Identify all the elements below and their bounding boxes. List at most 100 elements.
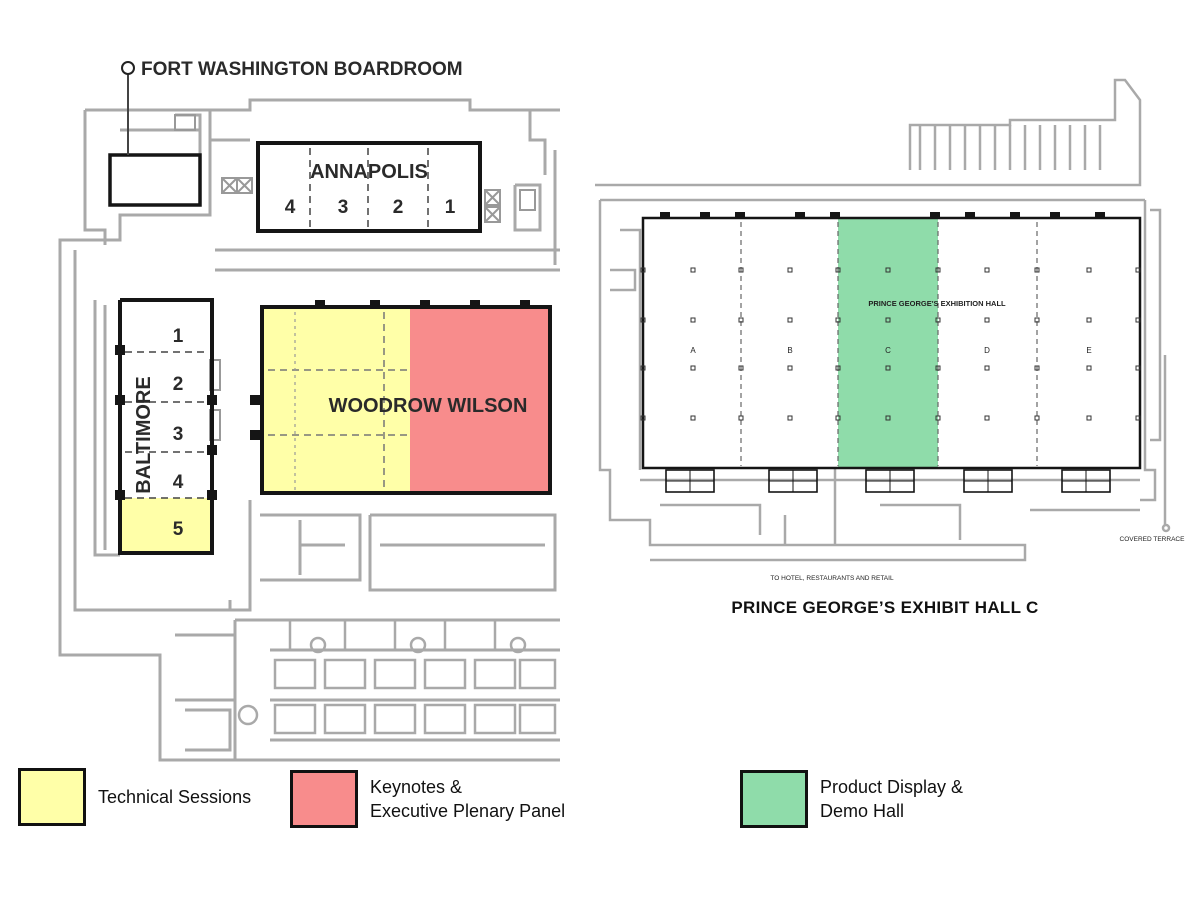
column-marker <box>690 415 696 421</box>
column-marker <box>1034 317 1040 323</box>
column-marker <box>885 415 891 421</box>
legend-label-product: Product Display & Demo Hall <box>820 775 963 823</box>
hall-columns <box>640 267 1141 421</box>
baltimore-room-1: 1 <box>173 326 184 347</box>
woodrow-wilson-ballroom[interactable]: WOODROW WILSON <box>250 300 552 495</box>
column-marker <box>885 267 891 273</box>
woodrow-wilson-technical-area <box>262 307 410 493</box>
column-marker <box>885 365 891 371</box>
exhibition-hall-label: PRINCE GEORGE'S EXHIBITION HALL <box>868 299 1006 308</box>
column-marker <box>935 267 941 273</box>
service-cells <box>237 620 557 735</box>
column-marker <box>984 415 990 421</box>
column-marker <box>1086 415 1092 421</box>
legend-label-keynotes: Keynotes & Executive Plenary Panel <box>370 775 565 823</box>
column-marker <box>1034 365 1040 371</box>
legend-swatch-technical <box>18 768 86 826</box>
baltimore-room-5: 5 <box>173 519 184 540</box>
hall-door <box>735 212 745 218</box>
legend-label-keynotes-line-1: Keynotes & <box>370 777 463 797</box>
column-marker <box>787 267 793 273</box>
legend-swatch-product <box>740 770 808 828</box>
annapolis-room-4: 4 <box>285 197 296 218</box>
hall-door <box>930 212 940 218</box>
column-marker <box>1135 317 1141 323</box>
baltimore-room-4: 4 <box>173 472 184 493</box>
column-marker <box>738 317 744 323</box>
legend-label-product-line-1: Product Display & <box>820 777 964 797</box>
column-marker <box>787 365 793 371</box>
hall-section-a: A <box>690 346 696 355</box>
legend-swatch-keynotes <box>290 770 358 828</box>
column-marker <box>1034 415 1040 421</box>
column-marker <box>984 317 990 323</box>
hall-service-blocks <box>665 469 1111 493</box>
column-marker <box>1086 317 1092 323</box>
baltimore-rooms[interactable]: BALTIMORE 1 2 3 4 5 <box>115 298 217 555</box>
exhibit-hall-title: PRINCE GEORGE’S EXHIBIT HALL C <box>731 598 1039 617</box>
baltimore-room-5-highlight <box>120 498 212 553</box>
column-marker <box>835 365 841 371</box>
hall-doors <box>660 212 1105 218</box>
column-marker <box>1086 267 1092 273</box>
baltimore-label: BALTIMORE <box>133 376 155 493</box>
column-marker <box>738 267 744 273</box>
annapolis-label: ANNAPOLIS <box>310 161 428 183</box>
column-marker <box>935 415 941 421</box>
column-marker <box>690 365 696 371</box>
hall-door <box>795 212 805 218</box>
column-marker <box>640 267 646 273</box>
hall-section-d: D <box>984 346 990 355</box>
column-marker <box>835 415 841 421</box>
annapolis-room-3: 3 <box>338 197 349 218</box>
right-building-outline <box>595 78 1171 562</box>
column-marker <box>738 415 744 421</box>
baltimore-room-3: 3 <box>173 424 184 445</box>
column-marker <box>935 317 941 323</box>
column-marker <box>1086 365 1092 371</box>
column-marker <box>1034 267 1040 273</box>
column-marker <box>787 415 793 421</box>
annapolis-rooms[interactable]: ANNAPOLIS 4 3 2 1 <box>256 141 482 233</box>
column-marker <box>787 317 793 323</box>
boardroom-marker-icon <box>121 61 135 75</box>
column-marker <box>640 365 646 371</box>
column-marker <box>1135 415 1141 421</box>
hall-door <box>965 212 975 218</box>
legend-keynotes: Keynotes & Executive Plenary Panel <box>290 770 565 828</box>
hall-door <box>1050 212 1060 218</box>
woodrow-wilson-label: WOODROW WILSON <box>329 395 528 417</box>
hall-section-c: C <box>885 346 891 355</box>
legend-label-product-line-2: Demo Hall <box>820 801 905 821</box>
hall-door <box>1095 212 1105 218</box>
hall-door <box>700 212 710 218</box>
hall-door <box>660 212 670 218</box>
legend-label-technical-line-1: Technical Sessions <box>98 787 252 807</box>
column-marker <box>984 267 990 273</box>
column-marker <box>935 365 941 371</box>
column-marker <box>738 365 744 371</box>
column-marker <box>885 317 891 323</box>
to-hotel-label: TO HOTEL, RESTAURANTS AND RETAIL <box>770 575 894 582</box>
elevator-symbols <box>174 114 536 441</box>
hall-section-b: B <box>787 346 792 355</box>
column-marker <box>1135 365 1141 371</box>
legend-product-display: Product Display & Demo Hall <box>740 770 963 828</box>
hall-door <box>1010 212 1020 218</box>
column-marker <box>640 415 646 421</box>
annapolis-room-1: 1 <box>445 197 456 218</box>
hall-section-e: E <box>1086 346 1091 355</box>
legend-technical-sessions: Technical Sessions <box>18 768 251 826</box>
column-marker <box>835 317 841 323</box>
covered-terrace-label: COVERED TERRACE <box>1120 536 1186 543</box>
legend-label-technical: Technical Sessions <box>98 785 251 809</box>
woodrow-wilson-keynote-area <box>410 307 550 493</box>
column-marker <box>835 267 841 273</box>
boardroom-label: FORT WASHINGTON BOARDROOM <box>141 59 463 80</box>
baltimore-room-2: 2 <box>173 374 184 395</box>
fort-washington-boardroom[interactable]: FORT WASHINGTON BOARDROOM <box>108 59 463 207</box>
column-marker <box>690 267 696 273</box>
exhibition-hall[interactable]: PRINCE GEORGE'S EXHIBITION HALL A B C D … <box>640 212 1142 470</box>
hall-door <box>830 212 840 218</box>
